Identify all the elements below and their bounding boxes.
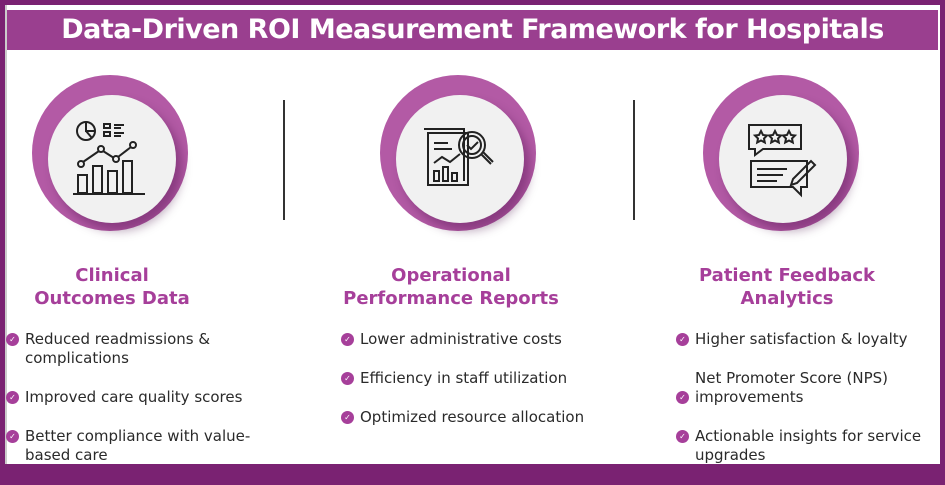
check-icon: ✓ <box>6 391 19 404</box>
list-item: ✓ Actionable insights for service upgrade… <box>676 427 938 465</box>
divider <box>633 100 635 220</box>
analytics-chart-icon <box>73 121 145 195</box>
benefit-list: ✓ Higher satisfaction & loyalty ✓ Net Prom… <box>676 330 938 485</box>
rating-feedback-icon <box>748 124 817 198</box>
section-title: Patient Feedback Analytics <box>657 264 917 310</box>
item-text: Better compliance with value-based care <box>25 427 251 464</box>
list-item: ✓ Lower administrative costs <box>341 330 631 349</box>
list-item: ✓ Reduced readmissions & complications <box>6 330 276 368</box>
title-line: Performance Reports <box>343 288 559 309</box>
list-item: ✓ Net Promoter Score (NPS) improvements <box>676 369 938 407</box>
item-text: Optimized resource allocation <box>360 408 585 426</box>
title-line: Patient Feedback <box>698 265 876 286</box>
check-icon: ✓ <box>341 372 354 385</box>
title-line: Analytics <box>740 288 834 309</box>
icon-circle <box>32 75 188 231</box>
page-title: Data-Driven ROI Measurement Framework fo… <box>7 10 938 50</box>
check-icon: ✓ <box>6 333 19 346</box>
section-title: Operational Performance Reports <box>321 264 581 310</box>
divider <box>283 100 285 220</box>
title-line: Outcomes Data <box>34 288 190 309</box>
list-item: ✓ Higher satisfaction & loyalty <box>676 330 938 349</box>
list-item: ✓ Improved care quality scores <box>6 388 276 407</box>
item-text: Improved care quality scores <box>25 388 243 406</box>
section-title: Clinical Outcomes Data <box>0 264 242 310</box>
check-icon: ✓ <box>341 333 354 346</box>
list-item: ✓ Better compliance with value-based care <box>6 427 276 465</box>
check-icon: ✓ <box>676 333 689 346</box>
item-text: Reduced readmissions & complications <box>25 330 211 367</box>
item-text: Efficiency in staff utilization <box>360 369 568 387</box>
list-item: ✓ Optimized resource allocation <box>341 408 631 427</box>
item-text: Net Promoter Score (NPS) improvements <box>695 369 889 406</box>
benefit-list: ✓ Reduced readmissions & complications ✓ I… <box>6 330 276 485</box>
icon-circle <box>380 75 536 231</box>
list-item: ✓ Efficiency in staff utilization <box>341 369 631 388</box>
title-line: Operational <box>391 265 511 286</box>
report-magnifier-icon <box>424 128 494 186</box>
check-icon: ✓ <box>676 391 689 404</box>
item-text: Lower administrative costs <box>360 330 562 348</box>
title-line: Clinical <box>75 265 149 286</box>
check-icon: ✓ <box>341 411 354 424</box>
item-text: Actionable insights for service upgrades <box>695 427 922 464</box>
icon-circle <box>703 75 859 231</box>
benefit-list: ✓ Lower administrative costs ✓ Efficiency … <box>341 330 631 447</box>
check-icon: ✓ <box>6 430 19 443</box>
item-text: Higher satisfaction & loyalty <box>695 330 908 348</box>
check-icon: ✓ <box>676 430 689 443</box>
